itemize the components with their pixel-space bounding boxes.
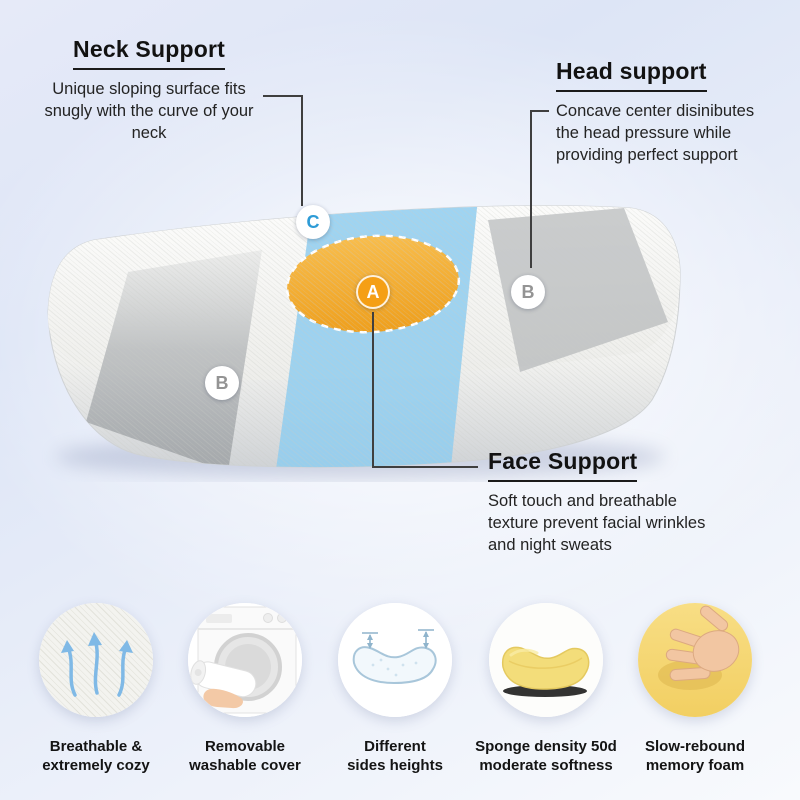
face-support-desc: Soft touch and breathable texture preven…	[488, 492, 706, 554]
memory-foam-hand-icon	[638, 603, 752, 717]
feature-item-breathable: Breathable & extremely cozy	[21, 603, 171, 775]
face-support-title: Face Support	[488, 448, 638, 482]
zone-badge-b-left: B	[205, 366, 239, 400]
pressing-hand	[665, 605, 740, 682]
zone-badge-a: A	[356, 275, 390, 309]
pillow-body	[47, 205, 681, 468]
zone-b-label: B	[215, 372, 229, 393]
feature-caption: Different sides heights	[347, 738, 443, 775]
feature-photo-heights	[338, 603, 452, 717]
feature-item-heights: Different sides heights	[320, 603, 470, 775]
feature-caption: Breathable & extremely cozy	[42, 738, 150, 775]
feature-item-washable: Removable washable cover	[170, 603, 320, 775]
pillow-outline-icon	[338, 603, 452, 717]
feature-caption: Sponge density 50d moderate softness	[475, 738, 617, 775]
pillow-illustration	[47, 205, 681, 479]
feature-item-sponge: Sponge density 50d moderate softness	[471, 603, 621, 775]
zone-badge-c: C	[296, 205, 330, 239]
neck-support-title: Neck Support	[73, 36, 225, 70]
zone-a-label: A	[366, 281, 380, 302]
neck-support-callout: Neck Support Unique sloping surface fits…	[30, 36, 268, 144]
yellow-pillow-icon	[489, 603, 603, 717]
face-callout-line	[372, 312, 478, 468]
zone-b-left-gray-band	[86, 250, 262, 468]
feature-caption: Slow-rebound memory foam	[645, 738, 745, 775]
feature-caption: Removable washable cover	[189, 738, 301, 775]
head-support-callout: Head support Concave center disinibutes …	[556, 58, 772, 166]
pillow-knit-texture	[48, 205, 681, 468]
breathable-fabric-icon	[39, 603, 153, 717]
neck-callout-line	[263, 95, 303, 206]
washing-machine-icon	[188, 603, 302, 717]
hand	[203, 688, 243, 709]
neck-support-desc: Unique sloping surface fits snugly with …	[44, 80, 254, 142]
feature-photo-breathable	[39, 603, 153, 717]
feature-photo-sponge	[489, 603, 603, 717]
head-callout-line	[530, 110, 549, 268]
face-support-callout: Face Support Soft touch and breathable t…	[488, 448, 716, 556]
head-support-title: Head support	[556, 58, 707, 92]
pillow-zones	[86, 205, 668, 468]
head-support-desc: Concave center disinibutes the head pres…	[556, 102, 755, 164]
feature-item-memory-foam: Slow-rebound memory foam	[620, 603, 770, 775]
feature-photo-washable	[188, 603, 302, 717]
feature-photo-memory-foam	[638, 603, 752, 717]
zone-b-label: B	[521, 281, 535, 302]
zone-badge-b-right: B	[511, 275, 545, 309]
zone-c-label: C	[306, 211, 320, 232]
